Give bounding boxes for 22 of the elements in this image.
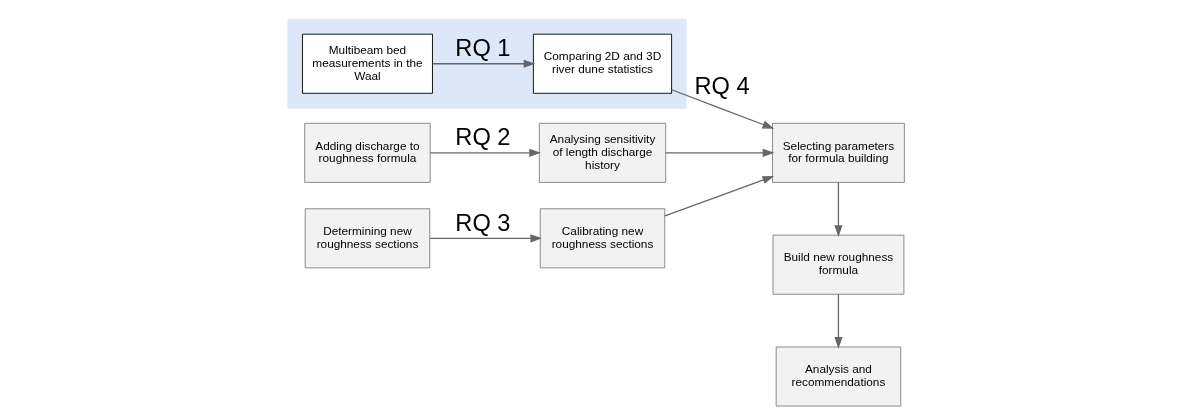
node-box: Analysis and recommendations bbox=[775, 346, 901, 407]
arrow bbox=[428, 234, 542, 243]
edge-label: RQ 3 bbox=[454, 209, 511, 236]
node-box: Calibrating new roughness sections bbox=[539, 208, 665, 269]
arrow bbox=[431, 59, 535, 68]
edge-label: RQ 2 bbox=[454, 124, 511, 151]
node-box: Comparing 2D and 3D river dune statistics bbox=[532, 33, 672, 94]
edge-label: RQ 1 bbox=[454, 35, 511, 62]
cluster bbox=[286, 18, 687, 109]
arrow bbox=[663, 176, 774, 217]
arrow bbox=[664, 148, 774, 157]
node-box: Adding discharge to roughness formula bbox=[303, 122, 431, 183]
arrow bbox=[833, 293, 843, 349]
edge-label: RQ 4 bbox=[693, 72, 750, 99]
node-box: Multibeam bed measurements in the Waal bbox=[301, 33, 433, 94]
node-box: Selecting parameters for formula building bbox=[771, 122, 905, 183]
node-box: Build new roughness formula bbox=[772, 234, 904, 295]
node-box: Determining new roughness sections bbox=[304, 208, 430, 269]
arrow bbox=[429, 148, 541, 157]
node-box: Analysing sensitivity of length discharge history bbox=[538, 122, 666, 183]
arrow bbox=[833, 182, 843, 237]
arrow bbox=[670, 89, 774, 129]
